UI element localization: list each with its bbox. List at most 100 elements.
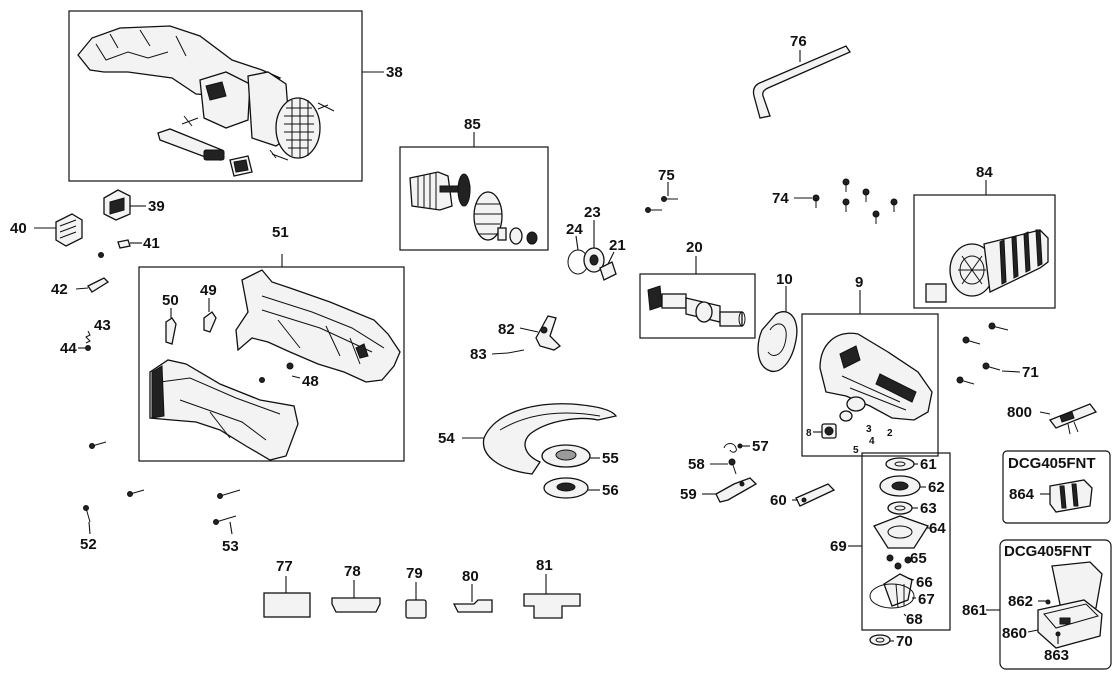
callout-70: 70 (896, 633, 913, 650)
part-43-spring (85, 330, 91, 344)
callout-85: 85 (464, 116, 481, 133)
callout-39: 39 (148, 198, 165, 215)
part-23-24-21-bearing-set (567, 247, 617, 281)
callout-42: 42 (51, 281, 68, 298)
callout-82: 82 (498, 321, 515, 338)
group-box-9 (801, 313, 939, 457)
part-44-screw (85, 345, 91, 351)
callout-78: 78 (344, 563, 361, 580)
part-71-screws (956, 322, 1009, 385)
callout-69: 69 (830, 538, 847, 555)
part-79-label (405, 599, 427, 619)
part-861-carry-case (1037, 561, 1103, 649)
kit-title-dcg405fnt-a: DCG405FNT (1008, 455, 1096, 472)
callout-40: 40 (10, 220, 27, 237)
callout-57: 57 (752, 438, 769, 455)
part-55-outer-flange (541, 444, 591, 468)
callout-3: 3 (866, 424, 872, 435)
part-75-screws (645, 196, 678, 213)
group-box-38 (68, 10, 363, 182)
part-83-pin (507, 349, 525, 354)
callout-8: 8 (806, 428, 812, 439)
part-81-label (523, 593, 581, 619)
callout-66: 66 (916, 574, 933, 591)
callout-864: 864 (1009, 486, 1035, 503)
callout-9: 9 (855, 274, 863, 291)
callout-860: 860 (1002, 625, 1027, 642)
part-20-spindle-assembly (647, 285, 746, 327)
callout-24: 24 (566, 221, 583, 238)
callout-51: 51 (272, 224, 289, 241)
callout-52: 52 (80, 536, 97, 553)
callout-71: 71 (1022, 364, 1039, 381)
callout-63: 63 (920, 500, 937, 517)
part-76-hex-key (752, 45, 851, 119)
part-82-spindle-lock-pin (535, 315, 562, 351)
part-864-battery-kit (1049, 479, 1093, 513)
kit-box-864 (1002, 450, 1111, 524)
callout-800: 800 (1007, 404, 1032, 421)
callout-10: 10 (776, 271, 793, 288)
callout-55: 55 (602, 450, 619, 467)
callout-21: 21 (609, 237, 626, 254)
callout-861: 861 (962, 602, 987, 619)
kit-title-dcg405fnt-b: DCG405FNT (1004, 543, 1092, 560)
part-74-screws (812, 178, 898, 224)
part-49-latch (203, 311, 217, 333)
part-10-ring (757, 311, 798, 372)
part-51-field-case (149, 269, 401, 461)
group-box-51 (138, 266, 405, 462)
callout-65: 65 (910, 550, 927, 567)
part-69-guard-clamp-assembly (869, 457, 929, 646)
callout-56: 56 (602, 482, 619, 499)
part-42-spring-plate (87, 277, 110, 293)
callout-79: 79 (406, 565, 423, 582)
callout-43: 43 (94, 317, 111, 334)
part-80-label (452, 599, 493, 613)
callout-41: 41 (143, 235, 160, 252)
part-78-label (331, 597, 381, 613)
callout-38: 38 (386, 64, 403, 81)
callout-62: 62 (928, 479, 945, 496)
callout-75: 75 (658, 167, 675, 184)
callout-84: 84 (976, 164, 993, 181)
callout-77: 77 (276, 558, 293, 575)
group-box-20 (639, 273, 756, 339)
callout-74: 74 (772, 190, 789, 207)
callout-83: 83 (470, 346, 487, 363)
part-9-gear-case (819, 332, 933, 439)
part-59-lever (715, 477, 758, 503)
part-50-latch (165, 317, 177, 345)
part-77-label (263, 592, 311, 618)
part-60-lever (795, 483, 836, 507)
callout-50: 50 (162, 292, 179, 309)
callout-67: 67 (918, 591, 935, 608)
callout-54: 54 (438, 430, 455, 447)
callout-80: 80 (462, 568, 479, 585)
part-85-armature (409, 171, 538, 245)
callout-64: 64 (929, 520, 946, 537)
callout-2: 2 (887, 428, 893, 439)
group-box-84 (913, 194, 1056, 309)
part-38-motor-housing-assembly (77, 25, 335, 177)
group-box-69 (861, 452, 951, 631)
kit-box-861 (999, 539, 1112, 670)
part-84-side-handle (925, 229, 1049, 303)
part-56-inner-flange (543, 477, 589, 499)
callout-4: 4 (869, 436, 875, 447)
callout-20: 20 (686, 239, 703, 256)
part-54-guard (482, 403, 618, 475)
callout-76: 76 (790, 33, 807, 50)
callout-49: 49 (200, 282, 217, 299)
part-57-spring (723, 443, 743, 453)
callout-81: 81 (536, 557, 553, 574)
callout-61: 61 (920, 456, 937, 473)
callout-862: 862 (1008, 593, 1033, 610)
callout-863: 863 (1044, 647, 1069, 664)
callout-59: 59 (680, 486, 697, 503)
part-58-screw (728, 458, 737, 475)
callout-68: 68 (906, 611, 923, 628)
part-40-paddle-cap (55, 213, 83, 247)
part-800-brush-tool (1048, 403, 1098, 435)
callout-5: 5 (853, 445, 859, 456)
